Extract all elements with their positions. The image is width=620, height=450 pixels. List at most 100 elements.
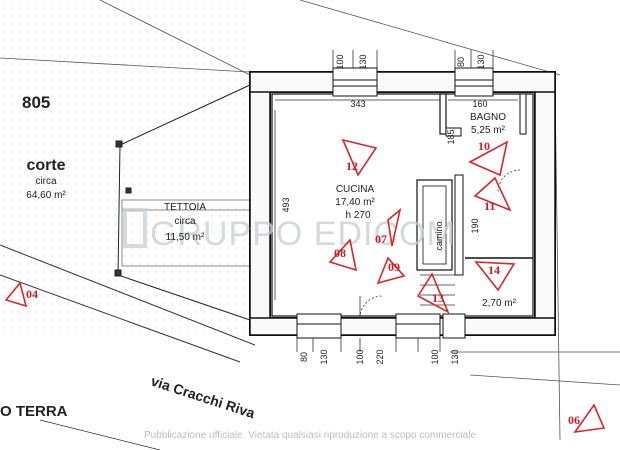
grid-dot bbox=[123, 263, 125, 265]
dim-side-inner: 190 bbox=[470, 218, 480, 233]
grid-dot bbox=[123, 279, 125, 281]
grid-dot bbox=[235, 127, 237, 129]
grid-dot bbox=[59, 223, 61, 225]
grid-dot bbox=[51, 7, 53, 9]
grid-dot bbox=[3, 111, 5, 113]
grid-dot bbox=[171, 31, 173, 33]
grid-dot bbox=[227, 231, 229, 233]
grid-dot bbox=[43, 287, 45, 289]
grid-dot bbox=[19, 127, 21, 129]
grid-dot bbox=[107, 47, 109, 49]
grid-dot bbox=[155, 103, 157, 105]
grid-dot bbox=[3, 39, 5, 41]
grid-dot bbox=[235, 223, 237, 225]
grid-dot bbox=[227, 255, 229, 257]
grid-dot bbox=[107, 215, 109, 217]
grid-dot bbox=[171, 239, 173, 241]
grid-dot bbox=[3, 47, 5, 49]
dim-bottom-3: 220 bbox=[375, 349, 385, 364]
grid-dot bbox=[91, 271, 93, 273]
grid-dot bbox=[59, 135, 61, 137]
grid-dot bbox=[139, 103, 141, 105]
grid-dot bbox=[11, 95, 13, 97]
grid-dot bbox=[195, 215, 197, 217]
grid-dot bbox=[99, 119, 101, 121]
grid-dot bbox=[19, 47, 21, 49]
grid-dot bbox=[107, 143, 109, 145]
grid-dot bbox=[75, 143, 77, 145]
grid-dot bbox=[235, 231, 237, 233]
grid-dot bbox=[139, 255, 141, 257]
grid-dot bbox=[3, 199, 5, 201]
grid-dot bbox=[235, 319, 237, 321]
grid-dot bbox=[51, 271, 53, 273]
grid-dot bbox=[83, 39, 85, 41]
grid-dot bbox=[171, 135, 173, 137]
grid-dot bbox=[83, 87, 85, 89]
grid-dot bbox=[67, 55, 69, 57]
grid-dot bbox=[147, 127, 149, 129]
grid-dot bbox=[155, 167, 157, 169]
photo-marker-10: 10 bbox=[468, 139, 509, 177]
grid-dot bbox=[67, 183, 69, 185]
grid-dot bbox=[227, 31, 229, 33]
grid-dot bbox=[203, 39, 205, 41]
grid-dot bbox=[131, 327, 133, 329]
grid-dot bbox=[115, 183, 117, 185]
grid-dot bbox=[179, 15, 181, 17]
grid-dot bbox=[227, 303, 229, 305]
grid-dot bbox=[203, 247, 205, 249]
grid-dot bbox=[115, 95, 117, 97]
grid-dot bbox=[115, 79, 117, 81]
grid-dot bbox=[219, 263, 221, 265]
grid-dot bbox=[155, 175, 157, 177]
grid-dot bbox=[171, 327, 173, 329]
grid-dot bbox=[19, 103, 21, 105]
watermark: GRUPPO EDICOM bbox=[123, 208, 455, 253]
svg-text:11: 11 bbox=[484, 199, 495, 213]
grid-dot bbox=[171, 111, 173, 113]
grid-dot bbox=[83, 231, 85, 233]
grid-dot bbox=[115, 39, 117, 41]
grid-dot bbox=[195, 127, 197, 129]
grid-dot bbox=[195, 191, 197, 193]
grid-dot bbox=[67, 263, 69, 265]
grid-dot bbox=[227, 159, 229, 161]
grid-dot bbox=[179, 95, 181, 97]
grid-dot bbox=[187, 71, 189, 73]
grid-dot bbox=[123, 175, 125, 177]
grid-dot bbox=[227, 71, 229, 73]
grid-dot bbox=[235, 207, 237, 209]
grid-dot bbox=[179, 255, 181, 257]
grid-dot bbox=[75, 127, 77, 129]
grid-dot bbox=[59, 47, 61, 49]
svg-text:10: 10 bbox=[478, 139, 490, 153]
grid-dot bbox=[115, 47, 117, 49]
grid-dot bbox=[243, 287, 245, 289]
grid-dot bbox=[147, 231, 149, 233]
grid-dot bbox=[211, 143, 213, 145]
grid-dot bbox=[35, 215, 37, 217]
grid-dot bbox=[115, 303, 117, 305]
grid-dot bbox=[155, 207, 157, 209]
grid-dot bbox=[155, 191, 157, 193]
grid-dot bbox=[91, 31, 93, 33]
grid-dot bbox=[51, 327, 53, 329]
grid-dot bbox=[211, 191, 213, 193]
grid-dot bbox=[99, 103, 101, 105]
photo-marker-14: 14 bbox=[474, 261, 516, 292]
grid-dot bbox=[195, 287, 197, 289]
grid-dot bbox=[75, 207, 77, 209]
grid-dot bbox=[115, 287, 117, 289]
grid-dot bbox=[139, 231, 141, 233]
grid-dot bbox=[91, 71, 93, 73]
grid-dot bbox=[115, 55, 117, 57]
grid-dot bbox=[171, 159, 173, 161]
grid-dot bbox=[155, 87, 157, 89]
grid-dot bbox=[35, 247, 37, 249]
grid-dot bbox=[75, 183, 77, 185]
grid-dot bbox=[91, 215, 93, 217]
grid-dot bbox=[155, 55, 157, 57]
grid-dot bbox=[3, 7, 5, 9]
dim-bottom-4: 100 bbox=[430, 349, 440, 364]
